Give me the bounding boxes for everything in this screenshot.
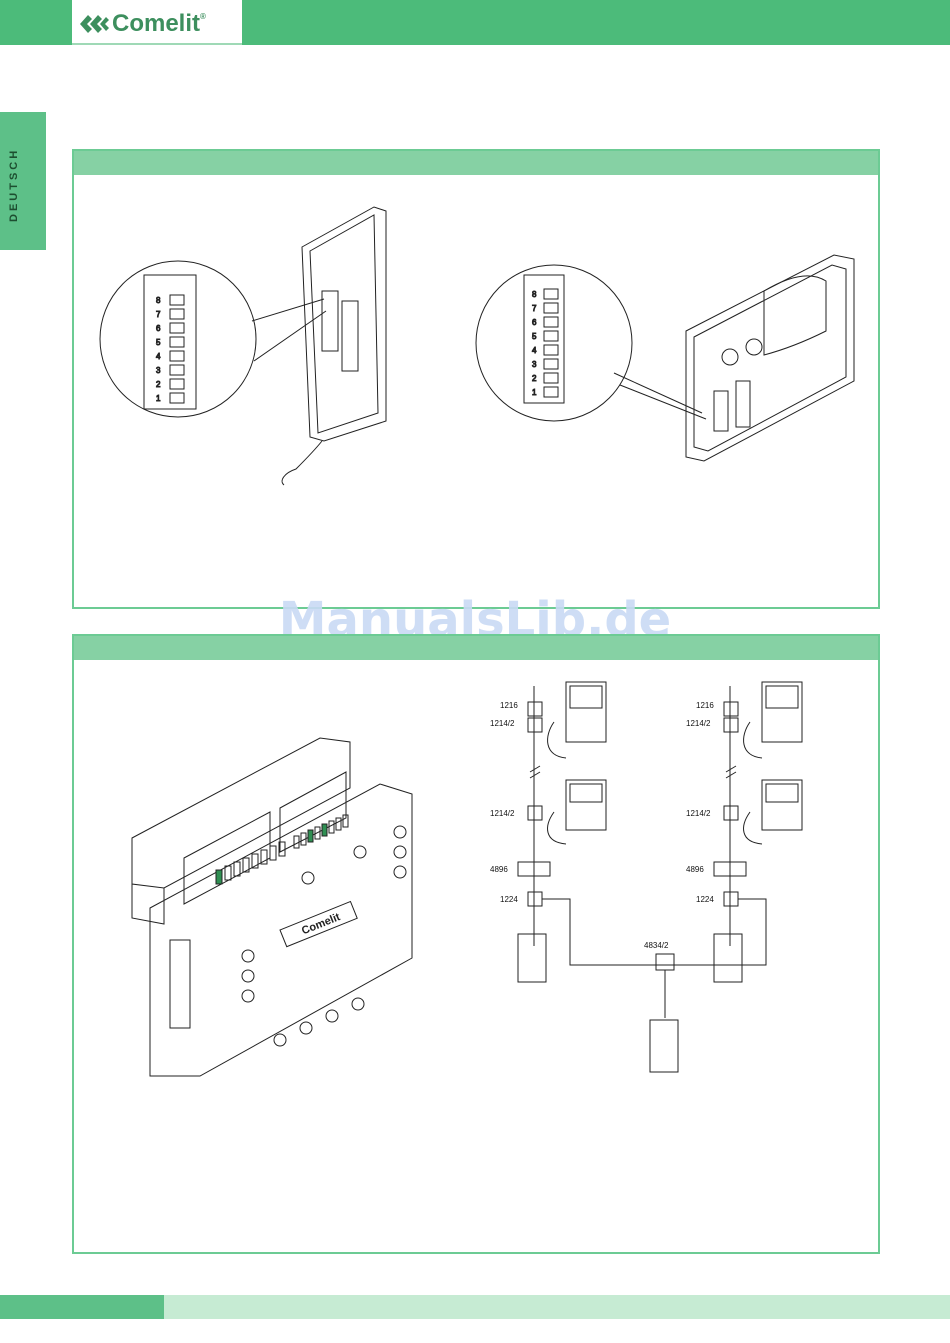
dip-switch-illustration: 1 2 3 4 5 6 7 8 1 2 3 4 5 6 7 8: [74, 151, 878, 607]
right-dip-switch-number: 3: [532, 360, 537, 369]
module-dip-switch: [336, 818, 341, 830]
left-dip-switch-5: [170, 337, 184, 347]
module-screw-hole: [242, 990, 254, 1002]
right-dip-switch-number: 6: [532, 318, 537, 327]
right-dip-switch-number: 8: [532, 290, 537, 299]
label-1214-top-left: 1214/2: [490, 719, 515, 728]
left-dip-switch-number: 4: [156, 352, 161, 361]
left-dip-switch-4: [170, 351, 184, 361]
left-dip-switch-number: 8: [156, 296, 161, 305]
label-1214-bottom-left: 1214/2: [490, 809, 515, 818]
left-dip-switch-number: 5: [156, 338, 161, 347]
right-dip-switch-number: 2: [532, 374, 537, 383]
label-1224-left: 1224: [500, 895, 518, 904]
module-dip-switch: [270, 846, 276, 860]
system-wiring-diagram: 1216 1214/2 1214/2 4896 1224 1216 1214/2…: [474, 666, 834, 1106]
module-screw-hole: [352, 998, 364, 1010]
label-1224-right: 1224: [696, 895, 714, 904]
label-1214-bottom-right: 1214/2: [686, 809, 711, 818]
figure-panel-dip-switches: 1 2 3 4 5 6 7 8 1 2 3 4 5 6 7 8: [72, 149, 880, 609]
comelit-logo: Comelit®: [72, 0, 242, 45]
module-screw-hole: [242, 970, 254, 982]
right-dip-switch-1: [544, 387, 558, 397]
footer-bar-right: [164, 1295, 950, 1319]
right-dip-switch-2: [544, 373, 558, 383]
module-screw-hole: [394, 866, 406, 878]
left-dip-switch-number: 2: [156, 380, 161, 389]
right-dip-switch-number: 7: [532, 304, 537, 313]
module-screw-hole: [302, 872, 314, 884]
right-dip-switch-5: [544, 331, 558, 341]
left-dip-switch-number: 3: [156, 366, 161, 375]
module-screw-hole: [300, 1022, 312, 1034]
module-screw-hole: [394, 846, 406, 858]
footer-bar-left: [0, 1295, 164, 1319]
label-1214-top-right: 1214/2: [686, 719, 711, 728]
right-dip-switch-number: 1: [532, 388, 537, 397]
module-dip-switch: [308, 830, 313, 842]
label-1216-left: 1216: [500, 701, 518, 710]
module-screw-hole: [326, 1010, 338, 1022]
module-dip-switch: [216, 870, 222, 884]
right-dip-switch-7: [544, 303, 558, 313]
right-dip-switch-3: [544, 359, 558, 369]
right-dip-switch-8: [544, 289, 558, 299]
figure-panel-wiring-diagram: Comelit: [72, 634, 880, 1254]
left-dip-switch-number: 6: [156, 324, 161, 333]
language-tab: [0, 112, 46, 250]
right-dip-switch-4: [544, 345, 558, 355]
label-1216-right: 1216: [696, 701, 714, 710]
comelit-logo-icon: [78, 13, 110, 35]
left-dip-switch-1: [170, 393, 184, 403]
module-logo: Comelit: [300, 911, 342, 937]
label-4896-left: 4896: [490, 865, 508, 874]
module-dip-switch: [322, 824, 327, 836]
module-screw-hole: [394, 826, 406, 838]
module-screw-hole: [242, 950, 254, 962]
left-dip-switch-8: [170, 295, 184, 305]
label-4896-right: 4896: [686, 865, 704, 874]
left-dip-switch-number: 1: [156, 394, 161, 403]
right-dip-switch-number: 5: [532, 332, 537, 341]
left-dip-switch-7: [170, 309, 184, 319]
module-screw-hole: [274, 1034, 286, 1046]
distributor-module-illustration: Comelit: [130, 728, 470, 1078]
left-dip-switch-3: [170, 365, 184, 375]
module-dip-switch: [234, 862, 240, 876]
right-dip-switch-number: 4: [532, 346, 537, 355]
module-dip-switch: [294, 836, 299, 848]
left-dip-switch-2: [170, 379, 184, 389]
panel-header: [74, 636, 878, 660]
label-4834: 4834/2: [644, 941, 669, 950]
module-dip-switch: [329, 821, 334, 833]
language-label: DEUTSCH: [8, 148, 20, 222]
module-screw-hole: [354, 846, 366, 858]
module-dip-switch: [225, 866, 231, 880]
left-dip-switch-6: [170, 323, 184, 333]
right-dip-switch-6: [544, 317, 558, 327]
logo-wordmark: Comelit®: [112, 10, 206, 38]
left-dip-switch-number: 7: [156, 310, 161, 319]
